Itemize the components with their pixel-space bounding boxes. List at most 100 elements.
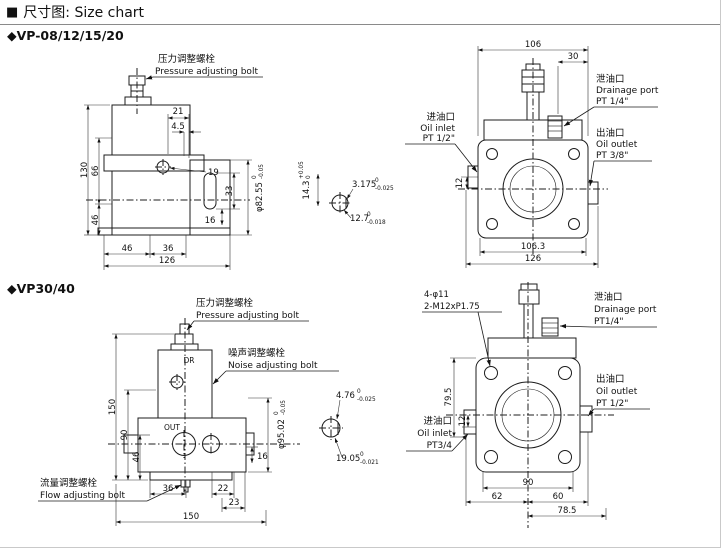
dim-4-76: 4.76 bbox=[336, 391, 355, 401]
section1-heading-text: VP-08/12/15/20 bbox=[16, 28, 124, 43]
dim-150-left: 150 bbox=[108, 399, 118, 415]
dim-19-05: 19.05 bbox=[336, 454, 360, 464]
dim-23-bottom: 23 bbox=[229, 498, 240, 508]
label-dr: DR bbox=[184, 356, 195, 365]
label-inlet-cn: 进油口 bbox=[423, 415, 452, 427]
bolt-hole bbox=[558, 450, 572, 464]
dim-90-bottom: 90 bbox=[523, 478, 534, 488]
vp3040-drawing: 压力调整螺栓 Pressure adjusting bolt DR OUT 噪声… bbox=[38, 282, 657, 528]
dim-36-bottom: 36 bbox=[163, 484, 174, 494]
dia-value: φ95.02 bbox=[277, 419, 287, 449]
outlet-boss bbox=[587, 181, 599, 205]
dia-tol-lo: -0.05 bbox=[259, 164, 265, 179]
dia-tol-hi: 0 bbox=[274, 411, 280, 415]
label-thread: 2-M12xP1.75 bbox=[424, 302, 480, 312]
dim-150-bottom: 150 bbox=[183, 512, 199, 522]
dim-106: 106 bbox=[525, 40, 541, 50]
dim-12-7: 12.7 bbox=[350, 214, 369, 224]
dim-12: 12 bbox=[458, 416, 468, 427]
dim-3-175-tol-hi: 0 bbox=[375, 178, 379, 184]
label-flow-bolt-en: Flow adjusting bolt bbox=[40, 491, 126, 501]
dim-78-5-bottom: 78.5 bbox=[558, 506, 577, 516]
pressure-bolt-front bbox=[518, 289, 540, 305]
dim-90-left: 90 bbox=[120, 430, 130, 441]
vp08-side-dimensions: 压力调整螺栓 Pressure adjusting bolt 130 66 46… bbox=[80, 53, 265, 270]
dim-22-bottom: 22 bbox=[218, 484, 229, 494]
dim-106-3: 106.3 bbox=[521, 242, 545, 252]
section2-heading-text: VP30/40 bbox=[16, 281, 75, 296]
dim-46-left: 46 bbox=[132, 452, 142, 463]
dim-79-5: 79.5 bbox=[444, 388, 454, 407]
bolt-hole bbox=[568, 148, 580, 160]
inlet-boss bbox=[463, 409, 477, 435]
bolt-hole bbox=[484, 450, 498, 464]
page-title-bar: ■ 尺寸图: Size chart bbox=[0, 0, 720, 25]
label-drain-cn: 泄油口 bbox=[596, 73, 625, 85]
dim-33: 33 bbox=[225, 186, 235, 197]
label-drain-en: Drainage port bbox=[594, 305, 657, 315]
dia-tol-lo: -0.05 bbox=[281, 400, 287, 415]
label-inlet-en: Oil inlet bbox=[417, 429, 452, 439]
vp08-shaft-section: 14.3 +0.05 0 3.175 0 -0.025 12.7 0 -0.01… bbox=[299, 161, 394, 226]
label-pressure-bolt-cn: 压力调整螺栓 bbox=[158, 53, 216, 65]
section2-bullet-icon: ◆ bbox=[7, 281, 17, 296]
dim-19-05-tol-hi: 0 bbox=[360, 452, 364, 458]
dim-12-7-tol-lo: -0.018 bbox=[367, 220, 386, 226]
label-pressure-bolt-en: Pressure adjusting bolt bbox=[196, 311, 299, 321]
dim-130: 130 bbox=[80, 162, 90, 178]
vp3040-shaft-section: 4.76 0 -0.025 19.05 0 -0.021 bbox=[319, 389, 379, 466]
dim-66: 66 bbox=[91, 166, 101, 177]
dim-21: 21 bbox=[173, 107, 184, 117]
dim-19-05-tol-lo: -0.021 bbox=[360, 460, 379, 466]
dim-126-bottom: 126 bbox=[159, 256, 175, 266]
dim-3-175: 3.175 bbox=[352, 180, 376, 190]
section-heading-vp3040: ◆VP30/40 bbox=[7, 281, 75, 296]
key-width-tol-hi: +0.05 bbox=[299, 161, 305, 179]
dim-dia-82-55: φ82.55 0 -0.05 bbox=[252, 164, 265, 212]
label-drain-en: Drainage port bbox=[596, 86, 659, 96]
vp08-front-view: 106 30 12 进油口 Oil inlet PT 1/2" 泄油口 Drai… bbox=[405, 40, 659, 268]
label-inlet-cn: 进油口 bbox=[426, 111, 455, 123]
dim-12: 12 bbox=[455, 178, 465, 189]
drain-port bbox=[541, 317, 559, 337]
dim-4-76-tol-hi: 0 bbox=[357, 389, 361, 395]
dim-62-bottom: 62 bbox=[492, 492, 503, 502]
dim-14-3: 14.3 +0.05 0 bbox=[299, 161, 312, 200]
dim-16: 16 bbox=[257, 452, 268, 462]
label-drain-cn: 泄油口 bbox=[594, 291, 623, 303]
label-outlet-cn: 出油口 bbox=[596, 127, 625, 139]
vp3040-side-dimensions: 压力调整螺栓 Pressure adjusting bolt DR OUT 噪声… bbox=[38, 297, 339, 526]
mounting-slot bbox=[203, 172, 217, 210]
bolt-hole bbox=[568, 218, 580, 230]
dia-value: φ82.55 bbox=[255, 182, 265, 212]
dim-16: 16 bbox=[205, 216, 216, 226]
label-out: OUT bbox=[164, 423, 180, 432]
label-drain-size: PT1/4" bbox=[594, 317, 624, 327]
label-outlet-size: PT 1/2" bbox=[596, 399, 628, 409]
bolt-hole bbox=[486, 148, 498, 160]
vp08-side-view bbox=[86, 68, 250, 236]
dim-126-front: 126 bbox=[525, 254, 541, 264]
page-title: 尺寸图: Size chart bbox=[23, 5, 145, 21]
key-width-tol-lo: 0 bbox=[306, 175, 312, 179]
vp3040-front-view: 4-φ11 2-M12xP1.75 泄油口 Drainage port PT1/… bbox=[406, 282, 657, 528]
section1-bullet-icon: ◆ bbox=[7, 28, 17, 43]
dim-4-5: 4.5 bbox=[171, 122, 185, 132]
label-inlet-size: PT 1/2" bbox=[423, 134, 455, 144]
label-pressure-bolt-en: Pressure adjusting bolt bbox=[155, 67, 258, 77]
pump-lower-body bbox=[111, 170, 191, 236]
drain-port bbox=[547, 115, 563, 139]
bolt-hole bbox=[558, 366, 572, 380]
section-heading-vp08: ◆VP-08/12/15/20 bbox=[7, 28, 124, 43]
bolt-hole bbox=[484, 366, 498, 380]
label-pressure-bolt-cn: 压力调整螺栓 bbox=[196, 297, 254, 309]
vp08-drawing: 压力调整螺栓 Pressure adjusting bolt 130 66 46… bbox=[80, 40, 659, 270]
dim-4-76-tol-lo: -0.025 bbox=[357, 397, 376, 403]
label-outlet-size: PT 3/8" bbox=[596, 151, 628, 161]
label-drain-size: PT 1/4" bbox=[596, 97, 628, 107]
dia-tol-hi: 0 bbox=[252, 175, 258, 179]
label-holes: 4-φ11 bbox=[424, 290, 449, 300]
dim-3-175-tol-lo: -0.025 bbox=[375, 186, 394, 192]
label-noise-bolt-en: Noise adjusting bolt bbox=[228, 361, 318, 371]
outlet-boss bbox=[579, 405, 593, 433]
